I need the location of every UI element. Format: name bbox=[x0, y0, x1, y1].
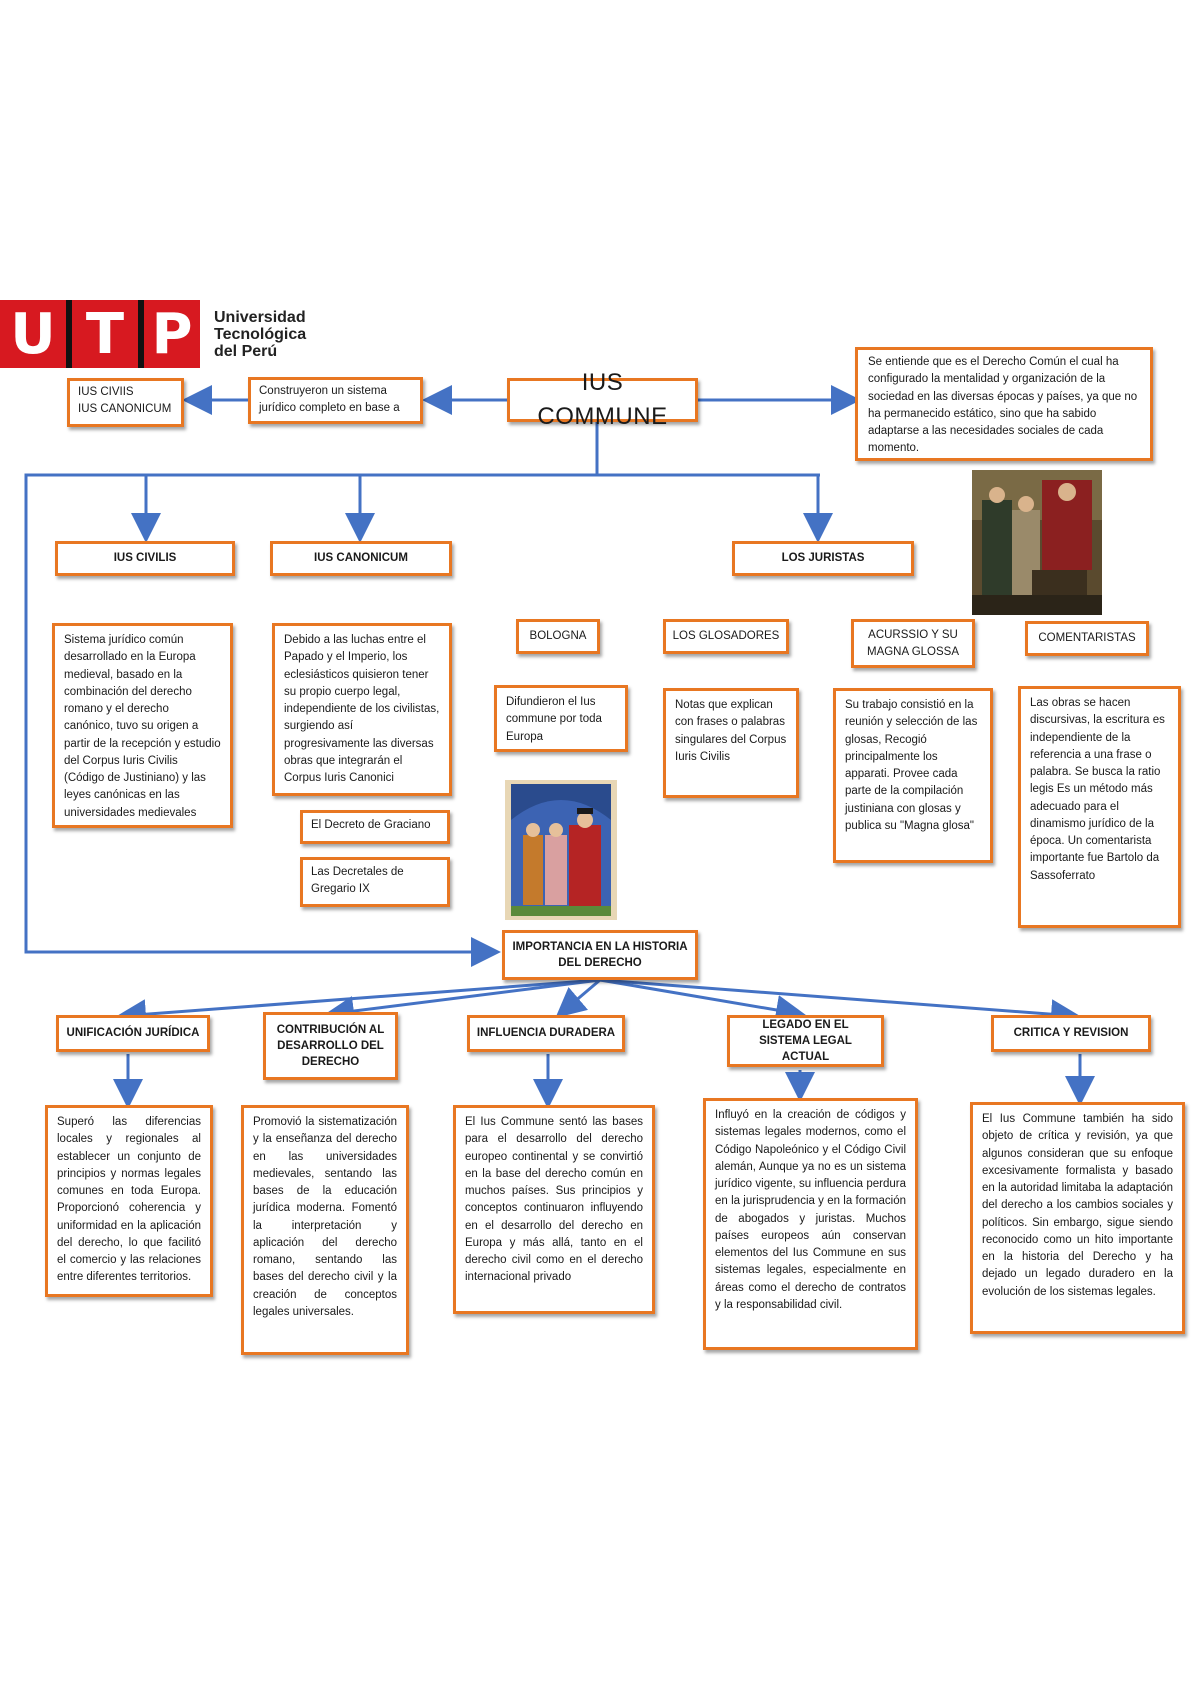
logo-separator bbox=[138, 300, 144, 368]
node-bologna: BOLOGNA bbox=[516, 619, 600, 654]
node-ius-civilis: IUS CIVILIS bbox=[55, 541, 235, 576]
node-comentaristas: COMENTARISTAS bbox=[1025, 621, 1149, 656]
node-contribucion: CONTRIBUCIÓN AL DESARROLLO DEL DERECHO bbox=[263, 1012, 398, 1080]
painting-juristas bbox=[972, 470, 1102, 615]
node-ius-civiis: IUS CIVIIS IUS CANONICUM bbox=[67, 378, 184, 427]
logo-separator bbox=[66, 300, 72, 368]
node-ius-canonicum: IUS CANONICUM bbox=[270, 541, 452, 576]
node-bologna-desc: Difundieron el Ius commune por toda Euro… bbox=[494, 685, 628, 752]
node-acurssio-desc: Su trabajo consistió en la reunión y sel… bbox=[833, 688, 993, 863]
node-los-juristas: LOS JURISTAS bbox=[732, 541, 914, 576]
node-legado: LEGADO EN EL SISTEMA LEGAL ACTUAL bbox=[727, 1015, 884, 1067]
logo-text-line: Universidad bbox=[214, 309, 306, 326]
node-decreto: El Decreto de Graciano bbox=[300, 810, 450, 844]
logo-letter-t: T bbox=[85, 301, 125, 367]
node-glosadores-desc: Notas que explican con frases o palabras… bbox=[663, 688, 799, 798]
painting-juristas-image bbox=[972, 470, 1102, 615]
node-influencia: INFLUENCIA DURADERA bbox=[467, 1015, 625, 1052]
node-ius-commune: IUS COMMUNE bbox=[507, 369, 698, 430]
node-unificacion: UNIFICACIÓN JURÍDICA bbox=[56, 1015, 210, 1052]
node-influencia-desc: El Ius Commune sentó las bases para el d… bbox=[453, 1105, 655, 1314]
painting-bologna-image bbox=[505, 780, 617, 920]
utp-logo: U T P bbox=[0, 300, 200, 368]
node-decretales: Las Decretales de Gregario IX bbox=[300, 857, 450, 907]
painting-bologna bbox=[505, 780, 617, 920]
node-construyeron: Construyeron un sistema jurídico complet… bbox=[248, 377, 423, 424]
node-contribucion-desc: Promovió la sistematización y la enseñan… bbox=[241, 1105, 409, 1355]
node-civilis-desc: Sistema jurídico común desarrollado en l… bbox=[52, 623, 233, 828]
node-definicion: Se entiende que es el Derecho Común el c… bbox=[855, 347, 1153, 461]
logo-text-line: Tecnológica bbox=[214, 325, 307, 343]
logo-letter-u: U bbox=[10, 301, 56, 367]
node-legado-desc: Influyó en la creación de códigos y sist… bbox=[703, 1098, 918, 1350]
node-importancia: IMPORTANCIA EN LA HISTORIA DEL DERECHO bbox=[502, 930, 698, 980]
node-text-line: IUS CIVIIS bbox=[78, 386, 134, 398]
logo-text-line: del Perú bbox=[214, 342, 278, 360]
node-canonicum-desc: Debido a las luchas entre el Papado y el… bbox=[272, 623, 452, 796]
node-comentaristas-desc: Las obras se hacen discursivas, la escri… bbox=[1018, 686, 1181, 928]
node-glosadores: LOS GLOSADORES bbox=[663, 619, 789, 654]
node-unificacion-desc: Superó las diferencias locales y regiona… bbox=[45, 1105, 213, 1297]
logo-text: Universidad Tecnológica del Perú bbox=[214, 309, 307, 360]
logo-letter-p: P bbox=[151, 301, 193, 367]
node-critica-desc: El Ius Commune también ha sido objeto de… bbox=[970, 1102, 1185, 1334]
node-critica: CRITICA Y REVISION bbox=[991, 1015, 1151, 1052]
node-acurssio: ACURSSIO Y SU MAGNA GLOSSA bbox=[851, 619, 975, 668]
node-text-line: IUS CANONICUM bbox=[78, 403, 172, 416]
